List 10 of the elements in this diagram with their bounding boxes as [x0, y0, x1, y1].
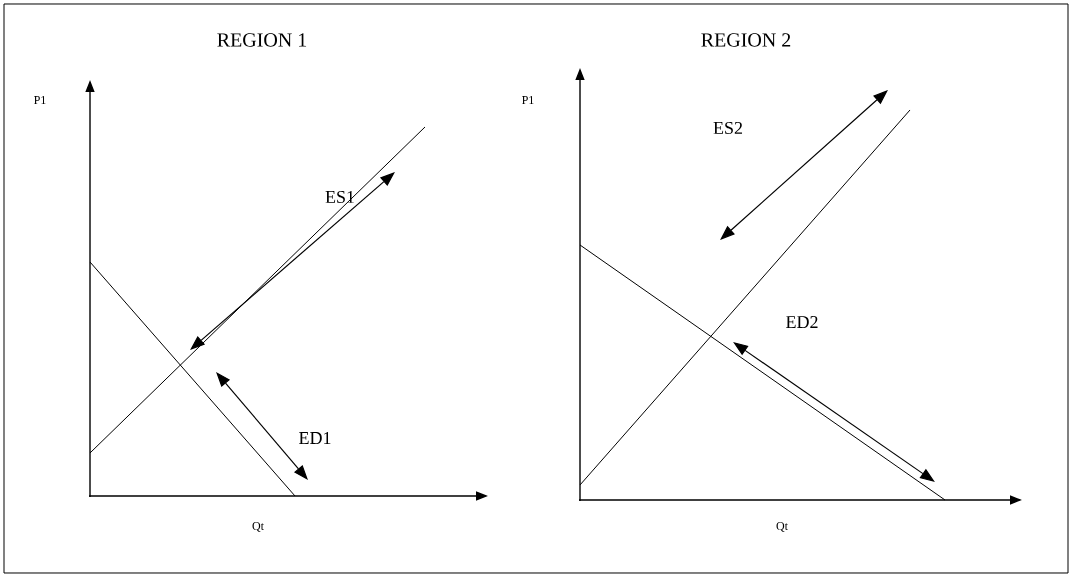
panel-title: REGION 1: [217, 33, 307, 47]
curve-label: ED2: [786, 316, 818, 328]
axis-label: P1: [522, 96, 534, 104]
curve-label: ES1: [325, 190, 354, 204]
curve-label: ED1: [299, 432, 331, 444]
panel-title: REGION 2: [701, 33, 791, 47]
axis-label: Qt: [776, 522, 788, 532]
axis-label: P1: [34, 96, 46, 104]
axis-label: Qt: [252, 522, 264, 532]
curve-label: ES2: [713, 121, 742, 135]
